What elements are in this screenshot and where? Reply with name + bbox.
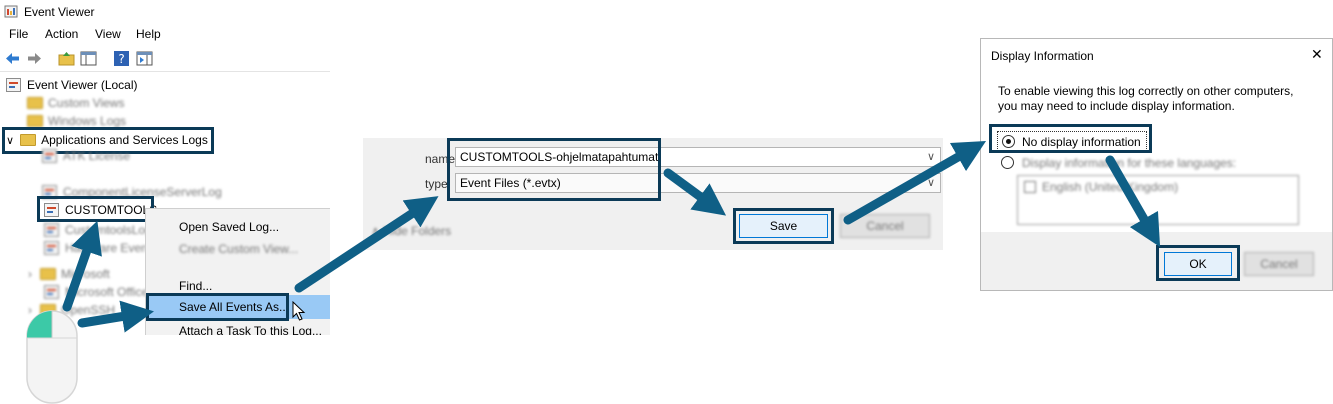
- chevron-up-icon: ∧: [371, 224, 380, 238]
- mouse-cursor-icon: [292, 301, 306, 321]
- file-name-label: name:: [425, 152, 459, 166]
- tree-apps-services-logs[interactable]: ∨Applications and Services Logs: [6, 133, 208, 147]
- file-type-value: Event Files (*.evtx): [460, 176, 561, 190]
- menu-view[interactable]: View: [95, 27, 121, 41]
- svg-text:?: ?: [118, 52, 124, 66]
- tree-custom-views[interactable]: Custom Views: [27, 94, 124, 112]
- apps-services-highlight: [2, 127, 214, 154]
- tree-customtools[interactable]: CUSTOMTOOLS: [44, 201, 157, 219]
- back-arrow-icon[interactable]: [4, 50, 21, 67]
- save-all-events-label: Save All Events As...: [179, 300, 290, 314]
- no-display-info-label: No display information: [1022, 135, 1141, 149]
- chevron-down-icon: ∨: [6, 135, 15, 147]
- save-button[interactable]: Save: [739, 214, 828, 238]
- tree-windows-logs[interactable]: Windows Logs: [27, 112, 126, 130]
- menu-bar: File Action View Help: [0, 24, 330, 46]
- log-icon: [44, 285, 59, 299]
- display-information-dialog: Display Information ✕ To enable viewing …: [980, 38, 1333, 291]
- radio-languages[interactable]: [1001, 156, 1014, 169]
- forward-arrow-icon[interactable]: [26, 50, 43, 67]
- event-viewer-icon: [6, 78, 21, 92]
- folder-icon: [27, 97, 43, 109]
- language-checkbox[interactable]: [1024, 181, 1036, 193]
- show-hide-action-pane-icon[interactable]: [136, 50, 153, 67]
- arrow-option-to-ok: [1105, 155, 1161, 248]
- save-button-highlight: [733, 208, 834, 244]
- menu-item-create-custom-view[interactable]: Create Custom View...: [179, 242, 299, 256]
- log-icon: [42, 149, 57, 163]
- window-title: Event Viewer: [24, 5, 95, 19]
- menu-item-open-saved-log[interactable]: Open Saved Log...: [179, 220, 280, 234]
- filename-type-highlight: [447, 138, 661, 201]
- save-as-dialog: name: CUSTOMTOOLS-ohjelmatapahtumat ∨ ty…: [363, 138, 943, 250]
- tree-root[interactable]: Event Viewer (Local): [6, 76, 138, 94]
- folder-icon: [20, 134, 37, 146]
- arrow-save-to-display-info: [843, 140, 987, 225]
- radio-selected[interactable]: [1002, 135, 1015, 148]
- help-icon[interactable]: ?: [113, 50, 130, 67]
- up-folder-icon[interactable]: [58, 50, 75, 67]
- log-icon: [44, 223, 59, 237]
- dialog-title: Display Information: [991, 49, 1094, 63]
- tree-atk-license[interactable]: ATK License: [42, 147, 130, 165]
- log-icon: [44, 241, 59, 255]
- chevron-right-icon: ›: [28, 303, 32, 317]
- languages-option-label: Display information for these languages:: [1022, 156, 1237, 170]
- close-icon[interactable]: ✕: [1311, 46, 1323, 62]
- chevron-down-icon: ∨: [926, 151, 935, 163]
- arrow-filename-to-save: [663, 168, 727, 216]
- file-type-combo[interactable]: Event Files (*.evtx) ∨: [455, 173, 941, 193]
- title-bar: Event Viewer: [0, 0, 330, 24]
- no-display-info-highlight: [989, 124, 1152, 153]
- arrow-mouse-to-customtools: [62, 220, 102, 312]
- chevron-right-icon: ›: [28, 267, 32, 281]
- file-type-label: type:: [425, 177, 452, 191]
- toolbar: ?: [0, 46, 330, 72]
- ok-button[interactable]: OK: [1164, 252, 1232, 276]
- cancel-button[interactable]: Cancel: [1244, 252, 1314, 276]
- event-viewer-app-icon: [4, 5, 18, 18]
- log-icon: [44, 203, 59, 217]
- file-name-combo[interactable]: CUSTOMTOOLS-ohjelmatapahtumat ∨: [455, 147, 941, 167]
- tree-component-license-log[interactable]: ComponentLicenseServerLog: [42, 183, 222, 201]
- arrow-menu-to-save-dialog: [294, 196, 439, 293]
- arrow-mouse-to-save-all: [77, 300, 154, 333]
- menu-item-attach-task[interactable]: Attach a Task To this Log...: [179, 324, 322, 335]
- hide-folders-toggle[interactable]: ∧ Hide Folders: [371, 224, 452, 238]
- file-name-value: CUSTOMTOOLS-ohjelmatapahtumat: [460, 150, 659, 164]
- event-viewer-window: Event Viewer File Action View Help ?: [0, 0, 330, 335]
- folder-icon: [27, 115, 43, 127]
- folder-icon: [40, 268, 56, 280]
- language-item-label: English (United Kingdom): [1042, 180, 1179, 194]
- mouse-left-click-icon: [26, 310, 78, 404]
- chevron-down-icon: ∨: [926, 177, 935, 189]
- menu-help[interactable]: Help: [136, 27, 161, 41]
- dialog-message-line-1: To enable viewing this log correctly on …: [998, 84, 1294, 98]
- context-menu: Open Saved Log... Create Custom View... …: [145, 208, 330, 335]
- show-hide-tree-icon[interactable]: [80, 50, 97, 67]
- menu-file[interactable]: File: [9, 27, 29, 41]
- menu-action[interactable]: Action: [45, 27, 79, 41]
- menu-item-find[interactable]: Find...: [179, 279, 213, 293]
- dialog-message-line-2: you may need to include display informat…: [998, 99, 1235, 113]
- ok-button-highlight: [1156, 245, 1240, 281]
